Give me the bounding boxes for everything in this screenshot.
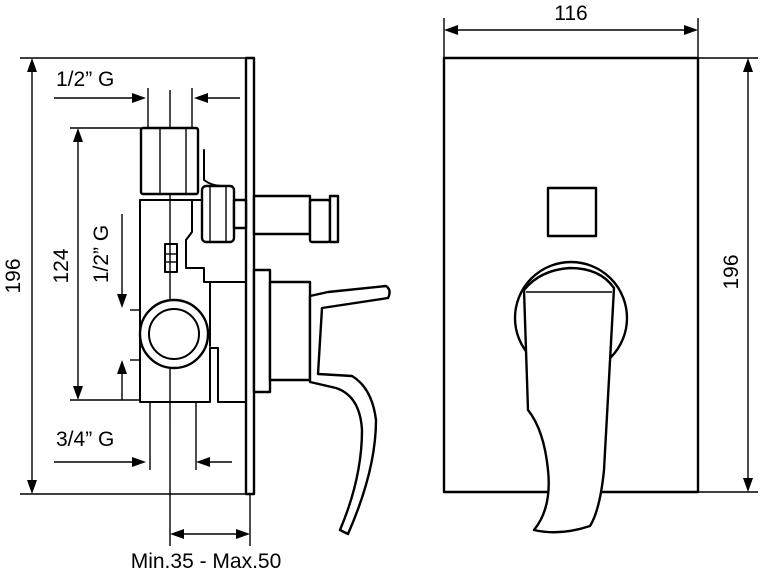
side-outlet-label: 1/2” G xyxy=(90,225,113,283)
inlet-top-label: 1/2” G xyxy=(56,68,114,91)
lever-side xyxy=(252,268,391,536)
top-inlet xyxy=(139,126,200,196)
front-view-dimensions: 116 196 xyxy=(443,2,758,493)
front-width-label: 116 xyxy=(554,2,587,25)
diverter-button xyxy=(546,186,598,238)
bottom-inlet-label: 3/4” G xyxy=(56,428,114,451)
overall-height-label: 196 xyxy=(2,258,25,293)
front-height-label: 196 xyxy=(720,254,743,289)
inlet-spacing-label: 124 xyxy=(50,248,73,283)
side-outlet xyxy=(200,184,340,244)
depth-range-label: Min.35 - Max.50 xyxy=(131,550,282,573)
lever-front xyxy=(522,266,616,534)
bottom-inlet xyxy=(149,402,197,470)
side-view-dimensions: 196 124 1/2” G 1/2” G 3/4” G M xyxy=(2,57,282,573)
check-detail xyxy=(164,243,178,273)
side-view xyxy=(130,56,391,536)
front-view xyxy=(442,56,700,534)
cartridge-port xyxy=(130,298,210,370)
